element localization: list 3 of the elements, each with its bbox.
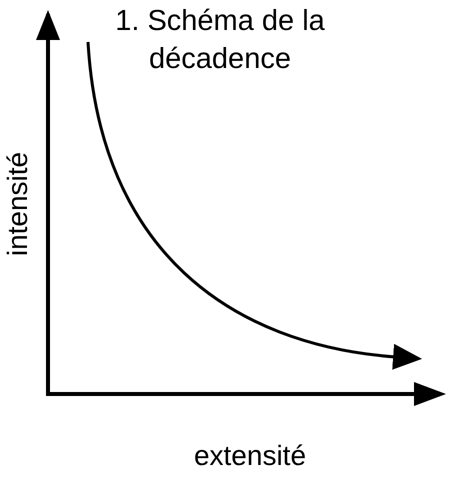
y-axis-label: intensité — [2, 150, 34, 258]
title: 1. Schéma de la décadence — [114, 4, 326, 77]
x-axis-label: extensité — [192, 440, 308, 472]
